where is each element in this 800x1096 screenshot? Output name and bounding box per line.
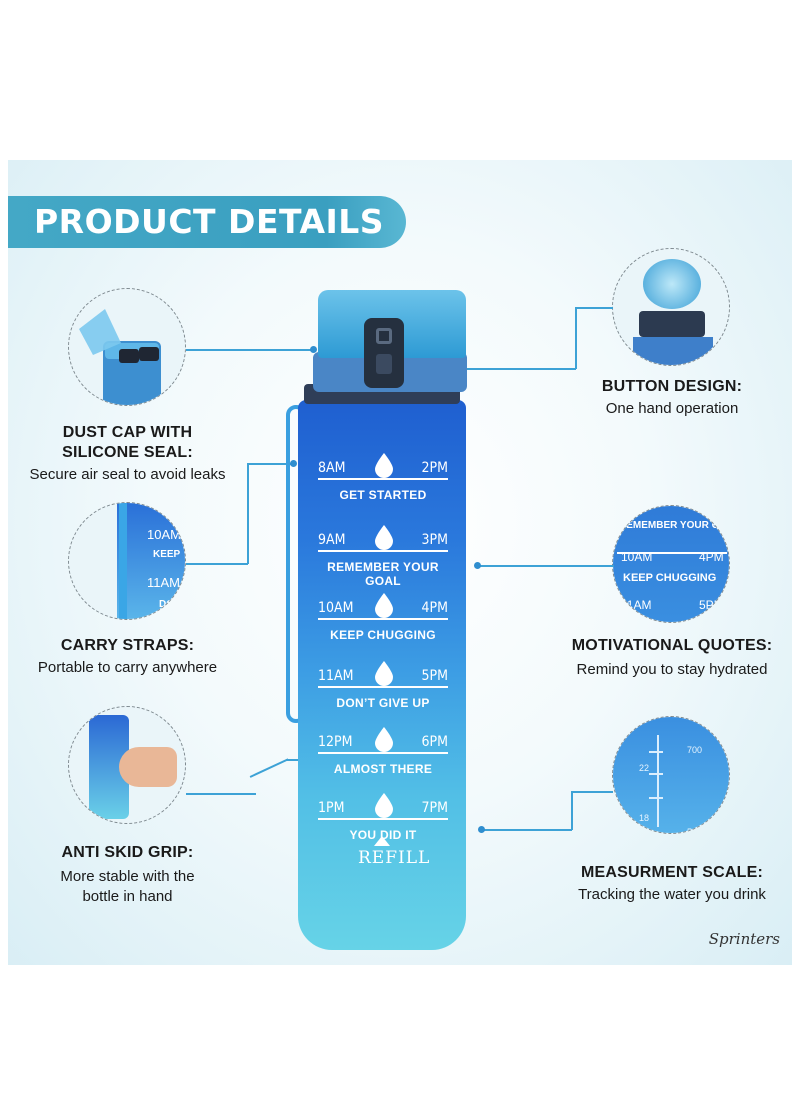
button-design-title: BUTTON DESIGN: (601, 378, 743, 395)
lead-line-scale-h1 (482, 829, 572, 831)
lead-line-strap-h2 (247, 463, 293, 465)
product-details-banner: PRODUCT DETAILS (8, 196, 406, 248)
mark-time-left: 10AM (318, 600, 354, 616)
zoom-quote-right2: 5PM (699, 598, 724, 612)
mark-time-right: 3PM (421, 532, 448, 548)
carry-straps-desc: Portable to carry anywhere (37, 659, 218, 676)
water-drop-icon (375, 453, 393, 478)
mark-time-left: 1PM (318, 800, 345, 816)
refill-label: REFILL (358, 848, 431, 868)
carry-straps-title: CARRY STRAPS: (60, 637, 195, 654)
zoom-strap-word: KEEP (153, 549, 181, 560)
mark-line (318, 818, 448, 820)
button-design-desc: One hand operation (605, 400, 739, 417)
lead-line-grip-h1 (186, 793, 256, 795)
mark-time-right: 4PM (421, 600, 448, 616)
mark-time-right: 6PM (421, 734, 448, 750)
mark-quote: ALMOST THERE (333, 762, 433, 776)
bottle-latch-button (364, 318, 404, 388)
mark-line (318, 686, 448, 688)
lead-line-button-h1 (420, 368, 576, 370)
zoom-scale-700: 700 (687, 745, 703, 755)
lead-line-dust-cap (186, 349, 314, 351)
dust-cap-illustration (79, 309, 161, 405)
anti-skid-desc-1: More stable with the (60, 868, 195, 885)
lead-line-button-v (575, 307, 577, 369)
zoom-scale-22: 22 (639, 763, 650, 773)
dust-cap-title-1: DUST CAP WITH (62, 424, 193, 441)
dust-cap-title-2: SILICONE SEAL: (62, 444, 193, 461)
mark-time-right: 2PM (421, 460, 448, 476)
zoom-quote-text: KEEP CHUGGING (623, 572, 717, 584)
water-drop-icon (375, 661, 393, 686)
banner-title: PRODUCT DETAILS (34, 202, 385, 241)
water-drop-icon (375, 525, 393, 550)
motivational-quotes-photo: REMEMBER YOUR GOAL 10AM 4PM KEEP CHUGGIN… (612, 505, 730, 623)
water-drop-icon (375, 727, 393, 752)
button-lid-photo (612, 248, 730, 366)
mark-line (318, 550, 448, 552)
lead-line-strap-h1 (186, 563, 248, 565)
mark-time-left: 12PM (318, 734, 353, 750)
lead-line-scale-h2 (571, 791, 613, 793)
zoom-quote-top: REMEMBER YOUR GOAL (619, 520, 730, 531)
mark-line (318, 752, 448, 754)
measurement-title: MEASURMENT SCALE: (580, 864, 764, 881)
mark-time-left: 9AM (318, 532, 346, 548)
zoom-scale-18: 18 (639, 813, 650, 823)
mark-line (318, 478, 448, 480)
zoom-strap-time: 10AM (147, 527, 181, 542)
motivational-title: MOTIVATIONAL QUOTES: (571, 637, 773, 654)
refill-arrow-icon (374, 836, 390, 846)
lead-line-strap-v (247, 463, 249, 564)
zoom-strap-word2: DO (159, 599, 174, 610)
mark-quote: KEEP CHUGGING (330, 628, 436, 642)
zoom-quote-left2: 11AM (621, 598, 652, 612)
mark-quote: YOU DID IT (349, 828, 417, 842)
lead-line-button-h2 (575, 307, 613, 309)
measurement-scale-photo: 700 22 18 500 (612, 716, 730, 834)
motivational-desc: Remind you to stay hydrated (576, 661, 768, 678)
zoom-scale-500: 500 (687, 827, 703, 834)
mark-quote: REMEMBER YOUR GOAL (327, 560, 439, 588)
lead-dot-scale (478, 826, 485, 833)
dust-cap-desc: Secure air seal to avoid leaks (29, 466, 226, 483)
zoom-quote-left: 10AM (621, 550, 653, 564)
anti-skid-desc-2: bottle in hand (82, 888, 173, 905)
zoom-strap-time2: 11AM (147, 575, 180, 590)
mark-time-left: 11AM (318, 668, 354, 684)
water-drop-icon (375, 793, 393, 818)
mark-quote: GET STARTED (339, 488, 427, 502)
hand-grip-photo (68, 706, 186, 824)
measurement-desc: Tracking the water you drink (578, 886, 766, 903)
mark-time-right: 7PM (421, 800, 448, 816)
mark-quote: DON’T GIVE UP (336, 696, 430, 710)
mark-line (318, 618, 448, 620)
dust-cap-photo (68, 288, 186, 406)
water-drop-icon (375, 593, 393, 618)
lead-dot-dust-cap (310, 346, 317, 353)
anti-skid-title: ANTI SKID GRIP: (61, 844, 194, 861)
mark-time-right: 5PM (421, 668, 448, 684)
zoom-quote-right: 4PM (699, 550, 724, 564)
lead-dot-strap (290, 460, 297, 467)
brand-logo-text: Sprinters (708, 930, 780, 948)
lead-line-grip-h2 (286, 759, 308, 761)
carry-strap-photo: 10AM KEEP 11AM DO (68, 502, 186, 620)
lead-line-quotes (478, 565, 614, 567)
lead-line-scale-v (571, 791, 573, 830)
mark-time-left: 8AM (318, 460, 346, 476)
lead-dot-quotes (474, 562, 481, 569)
